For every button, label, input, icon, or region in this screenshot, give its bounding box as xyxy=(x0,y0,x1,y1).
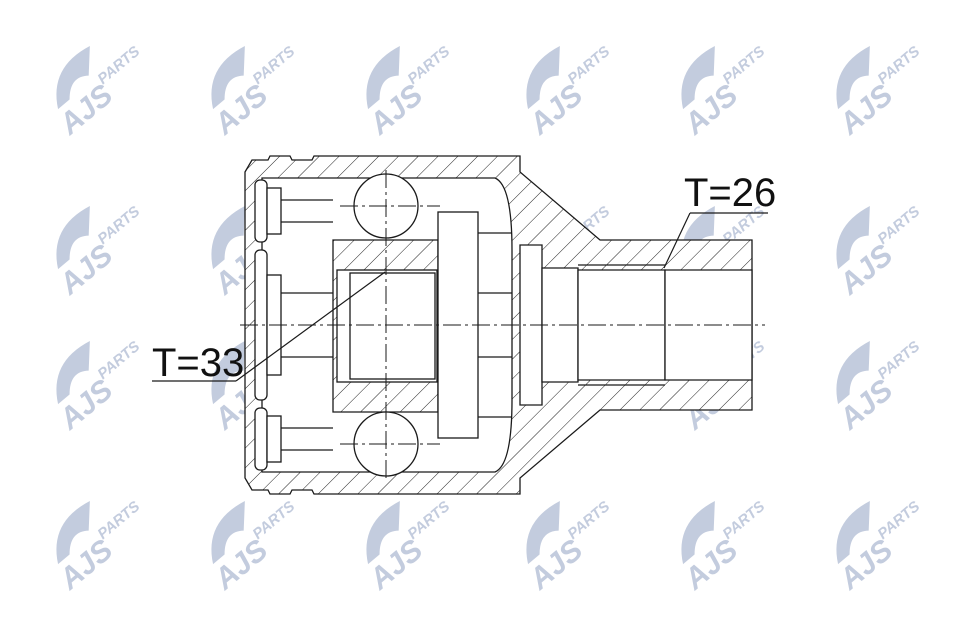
watermark-sub: PARTS xyxy=(94,338,143,383)
watermark-swoosh-icon xyxy=(681,500,715,565)
watermark-swoosh-icon xyxy=(211,45,245,110)
watermark-sub: PARTS xyxy=(874,338,923,383)
watermark-swoosh-icon xyxy=(681,45,715,110)
watermark-swoosh-icon xyxy=(56,340,90,405)
watermark-swoosh-icon xyxy=(836,45,870,110)
watermark-swoosh-icon xyxy=(836,500,870,565)
watermark-swoosh-icon xyxy=(211,205,245,270)
watermark-sub: PARTS xyxy=(874,203,923,248)
watermark-swoosh-icon xyxy=(836,340,870,405)
watermark-sub: PARTS xyxy=(249,43,298,88)
watermark-swoosh-icon xyxy=(56,205,90,270)
watermark-sub: PARTS xyxy=(249,498,298,543)
watermark-swoosh-icon xyxy=(211,500,245,565)
watermark-sub: PARTS xyxy=(94,498,143,543)
dimension-label-t33: T=33 xyxy=(152,341,244,385)
hub-spline-inner xyxy=(349,272,436,380)
watermark-sub: PARTS xyxy=(874,498,923,543)
watermark-swoosh-icon xyxy=(211,340,245,405)
watermark-swoosh-icon xyxy=(366,500,400,565)
leader-t33 xyxy=(152,271,386,382)
watermark-swoosh-icon xyxy=(56,45,90,110)
watermark-sub: PARTS xyxy=(404,43,453,88)
watermark-sub: PARTS xyxy=(564,43,613,88)
dimension-label-t26: T=26 xyxy=(684,171,776,215)
watermark-sub: PARTS xyxy=(404,498,453,543)
watermark-swoosh-icon xyxy=(526,45,560,110)
leader-t26 xyxy=(663,212,768,269)
watermark-swoosh-icon xyxy=(366,45,400,110)
watermark-sub: PARTS xyxy=(874,43,923,88)
watermark-sub: PARTS xyxy=(719,43,768,88)
center-lines xyxy=(240,170,765,480)
watermark-swoosh-icon xyxy=(56,500,90,565)
watermark-sub: PARTS xyxy=(94,43,143,88)
watermark-sub: PARTS xyxy=(94,203,143,248)
watermark-sub: PARTS xyxy=(564,498,613,543)
watermark-swoosh-icon xyxy=(836,205,870,270)
watermark-sub: PARTS xyxy=(719,498,768,543)
watermark-swoosh-icon xyxy=(526,500,560,565)
